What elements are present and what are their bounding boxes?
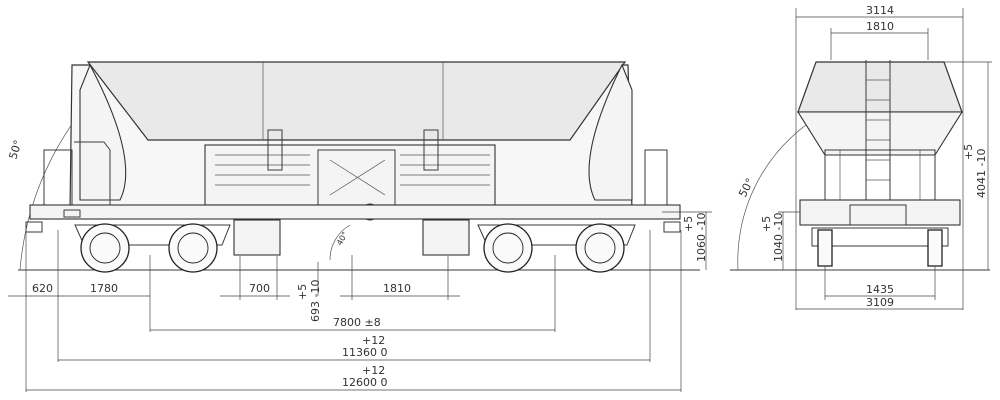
dim-1810-end: 1810 — [866, 20, 894, 33]
end-extension-lines — [795, 8, 964, 310]
dim-693-tol: +5 — [296, 284, 309, 300]
end-hopper-lower — [797, 111, 963, 156]
handrail-left — [74, 141, 111, 205]
side-view: 50° — [6, 61, 712, 392]
end-hopper-top — [797, 61, 963, 113]
angle-label-left: 50° — [6, 138, 24, 161]
end-underframe — [799, 199, 961, 226]
bogie-frame-left — [74, 224, 231, 246]
dim-1040-tol: +5 — [760, 216, 773, 232]
angle-label-end: 50° — [736, 176, 757, 199]
end-view: 50° — [730, 4, 992, 310]
discharge-slats — [215, 154, 490, 186]
cylinder-left — [267, 129, 283, 171]
end-ladder — [865, 60, 891, 200]
end-platform-left — [43, 149, 73, 206]
dim-11360: 11360 0 — [342, 346, 388, 359]
end-bogie — [811, 227, 949, 247]
end-rail-frame — [824, 149, 936, 201]
bogie-right — [477, 223, 636, 273]
hopper-top — [86, 61, 627, 141]
wheel-1 — [80, 223, 130, 273]
dim-1810: 1810 — [383, 282, 411, 295]
buffer-left — [25, 221, 43, 233]
end-coupler-box — [849, 204, 907, 226]
wheel-4 — [575, 223, 625, 273]
wheel-3 — [483, 223, 533, 273]
end-wheel-right — [927, 229, 943, 267]
center-arc — [329, 224, 351, 261]
angle-label-small: 40° — [335, 230, 350, 247]
dim-1060: 1060 -10 — [695, 213, 708, 262]
dim-3114: 3114 — [866, 4, 894, 17]
wheel-2-hub — [177, 232, 209, 264]
end-platform-right — [644, 149, 668, 206]
chute-right — [422, 219, 470, 256]
dim-693: 693 -10 — [309, 280, 322, 322]
dim-4041-tol: +5 — [962, 144, 975, 160]
cylinder-right — [423, 129, 439, 171]
bogie-frame-right — [477, 224, 636, 246]
end-wheel-left — [817, 229, 833, 267]
dim-1060-tol: +5 — [682, 216, 695, 232]
wheel-1-hub — [89, 232, 121, 264]
label-plate — [63, 209, 81, 218]
wheel-3-hub — [492, 232, 524, 264]
dim-11360-tol: +12 — [362, 334, 385, 347]
wheel-4-hub — [584, 232, 616, 264]
dim-1040: 1040 -10 — [772, 213, 785, 262]
hopper-end-left — [79, 63, 127, 201]
dim-1435: 1435 — [866, 283, 894, 296]
wheel-2 — [168, 223, 218, 273]
dim-7800: 7800 ±8 — [333, 316, 381, 329]
underframe — [29, 204, 681, 220]
dim-12600: 12600 0 — [342, 376, 388, 389]
hopper-end-right — [588, 63, 633, 201]
dim-620: 620 — [32, 282, 53, 295]
dim-700: 700 — [249, 282, 270, 295]
bogie-left — [74, 223, 231, 273]
buffer-right — [663, 221, 681, 233]
center-bracing — [329, 159, 386, 196]
dim-4041: 4041 -10 — [975, 149, 988, 198]
dim-1780: 1780 — [90, 282, 118, 295]
dim-12600-tol: +12 — [362, 364, 385, 377]
dim-3109: 3109 — [866, 296, 894, 309]
chute-left — [233, 219, 281, 256]
